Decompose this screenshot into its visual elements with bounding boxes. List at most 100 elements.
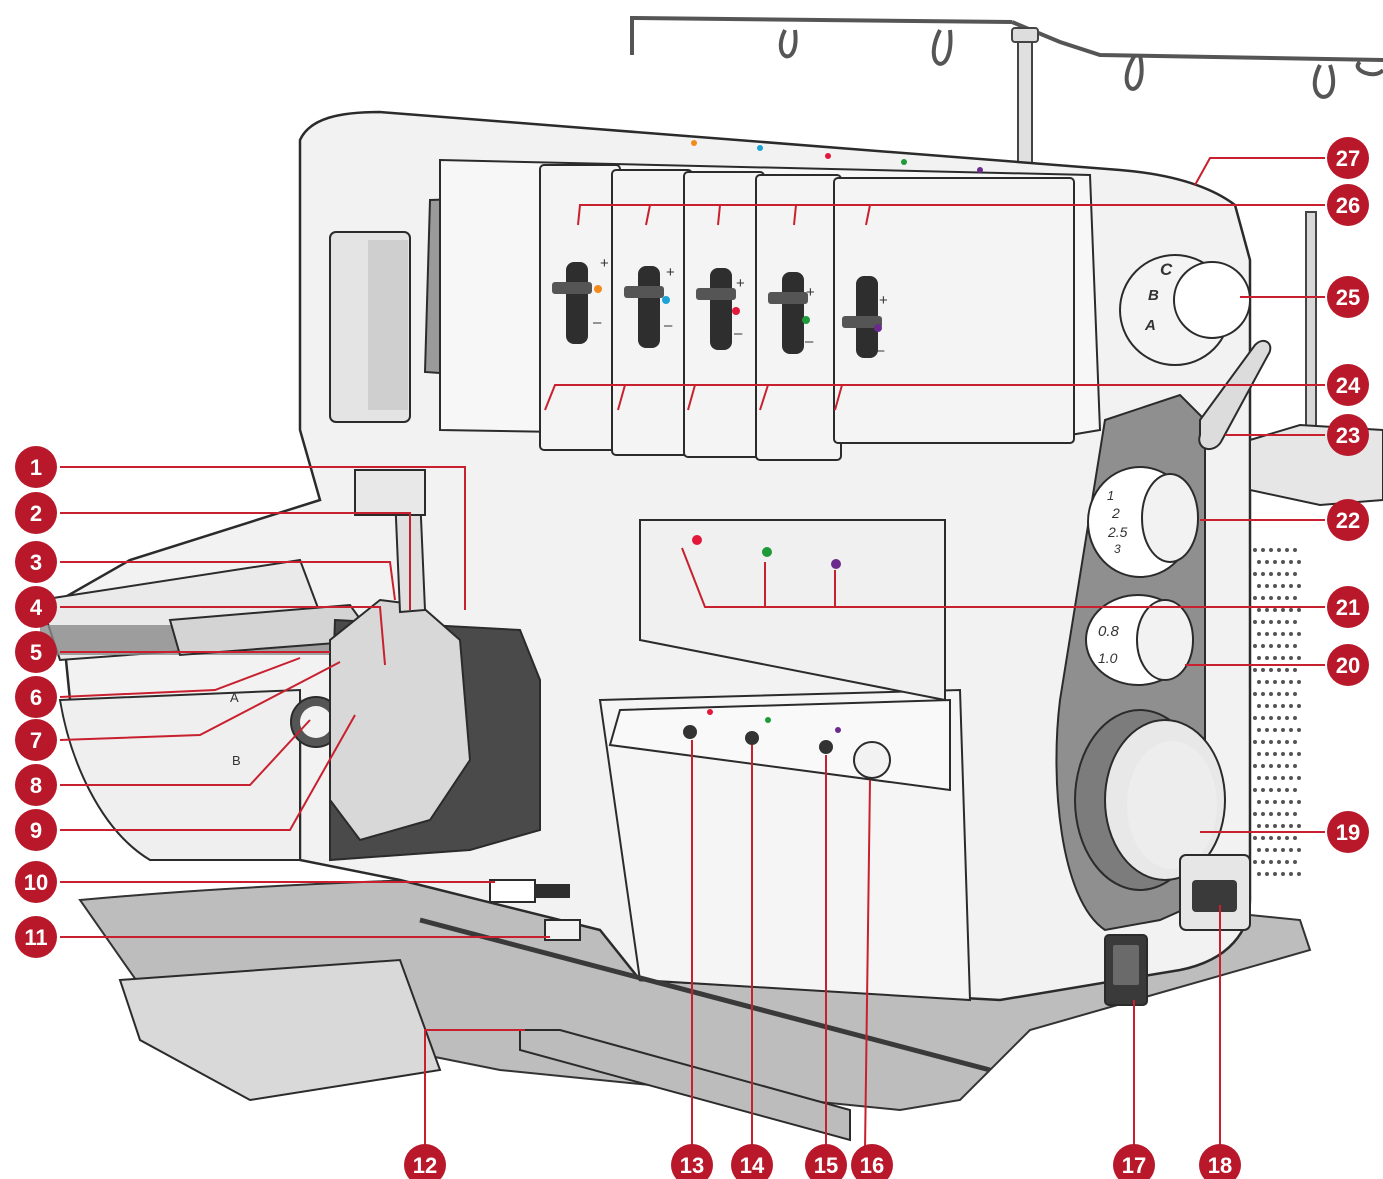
vent-hole bbox=[1277, 668, 1281, 672]
vent-hole bbox=[1297, 872, 1301, 876]
vent-hole bbox=[1293, 620, 1297, 624]
vent-hole bbox=[1285, 836, 1289, 840]
button-round bbox=[853, 741, 891, 779]
tension-dial-1[interactable] bbox=[566, 262, 588, 344]
vent-hole bbox=[1297, 848, 1301, 852]
vent-hole bbox=[1265, 776, 1269, 780]
vent-hole bbox=[1269, 860, 1273, 864]
differential-feed-dial[interactable]: 0.8 1.0 bbox=[1085, 594, 1194, 686]
vent-hole bbox=[1261, 788, 1265, 792]
vent-hole bbox=[1273, 632, 1277, 636]
vent-hole bbox=[1297, 704, 1301, 708]
vent-hole bbox=[1281, 608, 1285, 612]
vent-hole bbox=[1265, 728, 1269, 732]
vent-hole bbox=[1269, 692, 1273, 696]
vent-hole bbox=[1281, 824, 1285, 828]
vent-hole bbox=[1285, 620, 1289, 624]
vent-hole bbox=[1277, 812, 1281, 816]
vent-hole bbox=[1285, 788, 1289, 792]
vent-hole bbox=[1281, 776, 1285, 780]
callout-badge bbox=[1327, 364, 1369, 406]
vent-hole bbox=[1261, 596, 1265, 600]
stitch-length-dial[interactable]: 1 2 2.5 3 bbox=[1087, 466, 1199, 578]
presser-foot-lever[interactable] bbox=[1198, 339, 1272, 450]
tension-dial-4[interactable] bbox=[782, 272, 804, 354]
stitch-length-1: 1 bbox=[1107, 488, 1114, 503]
callout-21: 21 bbox=[1327, 586, 1369, 628]
callout-badge bbox=[1327, 644, 1369, 686]
vent-hole bbox=[1293, 836, 1297, 840]
vent-hole bbox=[1285, 668, 1289, 672]
hand-wheel[interactable] bbox=[1074, 709, 1226, 891]
tension-dial-2[interactable] bbox=[638, 266, 660, 348]
callout-number: 3 bbox=[30, 550, 42, 575]
lever-11[interactable] bbox=[544, 919, 581, 941]
callout-19: 19 bbox=[1327, 811, 1369, 853]
vent-hole bbox=[1281, 800, 1285, 804]
vent-hole bbox=[1289, 656, 1293, 660]
callout-number: 13 bbox=[680, 1153, 704, 1178]
tension-dials bbox=[552, 262, 882, 358]
vent-hole bbox=[1289, 776, 1293, 780]
window-dot-purple bbox=[831, 559, 841, 569]
stitch-length-3: 3 bbox=[1114, 542, 1121, 556]
vent-hole bbox=[1265, 800, 1269, 804]
dot-red bbox=[732, 307, 740, 315]
vent-hole bbox=[1253, 788, 1257, 792]
dot-orange bbox=[594, 285, 602, 293]
callout-20: 20 bbox=[1327, 644, 1369, 686]
callout-number: 19 bbox=[1336, 820, 1360, 845]
callout-badge bbox=[1327, 586, 1369, 628]
tension-minus-2: – bbox=[664, 317, 673, 334]
vent-hole bbox=[1265, 752, 1269, 756]
handle-slot-inner bbox=[368, 240, 408, 410]
tension-color-dots bbox=[594, 285, 882, 332]
callout-badge bbox=[1327, 811, 1369, 853]
tension-dial-3[interactable] bbox=[710, 268, 732, 350]
vent-hole bbox=[1281, 704, 1285, 708]
callout-24: 24 bbox=[1327, 364, 1369, 406]
front-buttons[interactable] bbox=[683, 709, 891, 779]
vent-hole bbox=[1273, 872, 1277, 876]
vent-hole bbox=[1261, 764, 1265, 768]
vent-hole bbox=[1261, 740, 1265, 744]
vent-hole bbox=[1257, 848, 1261, 852]
vent-hole bbox=[1261, 692, 1265, 696]
vent-hole bbox=[1257, 680, 1261, 684]
spool-pin bbox=[1305, 211, 1317, 441]
callout-number: 2 bbox=[30, 501, 42, 526]
callout-number: 27 bbox=[1336, 146, 1360, 171]
vent-hole bbox=[1257, 800, 1261, 804]
vent-hole bbox=[1257, 776, 1261, 780]
vent-hole bbox=[1269, 740, 1273, 744]
callout-14: 14 bbox=[731, 1144, 773, 1179]
callout-badge bbox=[15, 916, 57, 958]
vent-hole bbox=[1285, 572, 1289, 576]
vent-hole bbox=[1261, 572, 1265, 576]
vent-hole bbox=[1297, 800, 1301, 804]
vent-hole bbox=[1289, 848, 1293, 852]
vent-hole bbox=[1293, 596, 1297, 600]
vent-hole bbox=[1285, 764, 1289, 768]
callout-badge bbox=[1327, 184, 1369, 226]
vent-hole bbox=[1297, 680, 1301, 684]
ventilation-grid bbox=[1253, 548, 1301, 876]
selector-dial[interactable]: C B A bbox=[1119, 254, 1251, 366]
vent-hole bbox=[1253, 860, 1257, 864]
thread-stand-pole bbox=[1017, 37, 1033, 179]
callout-15: 15 bbox=[805, 1144, 847, 1179]
vent-hole bbox=[1281, 632, 1285, 636]
vent-hole bbox=[1281, 752, 1285, 756]
tension-minus-3: – bbox=[734, 325, 743, 342]
left-cover bbox=[58, 688, 301, 861]
vent-hole bbox=[1277, 692, 1281, 696]
vent-hole bbox=[1261, 644, 1265, 648]
vent-hole bbox=[1265, 632, 1269, 636]
vent-hole bbox=[1297, 824, 1301, 828]
selector-label-b: B bbox=[1148, 287, 1159, 304]
callout-number: 9 bbox=[30, 818, 42, 843]
callout-9: 9 bbox=[15, 809, 57, 851]
vent-hole bbox=[1273, 848, 1277, 852]
vent-hole bbox=[1289, 728, 1293, 732]
stitch-length-2: 2 bbox=[1111, 505, 1120, 521]
